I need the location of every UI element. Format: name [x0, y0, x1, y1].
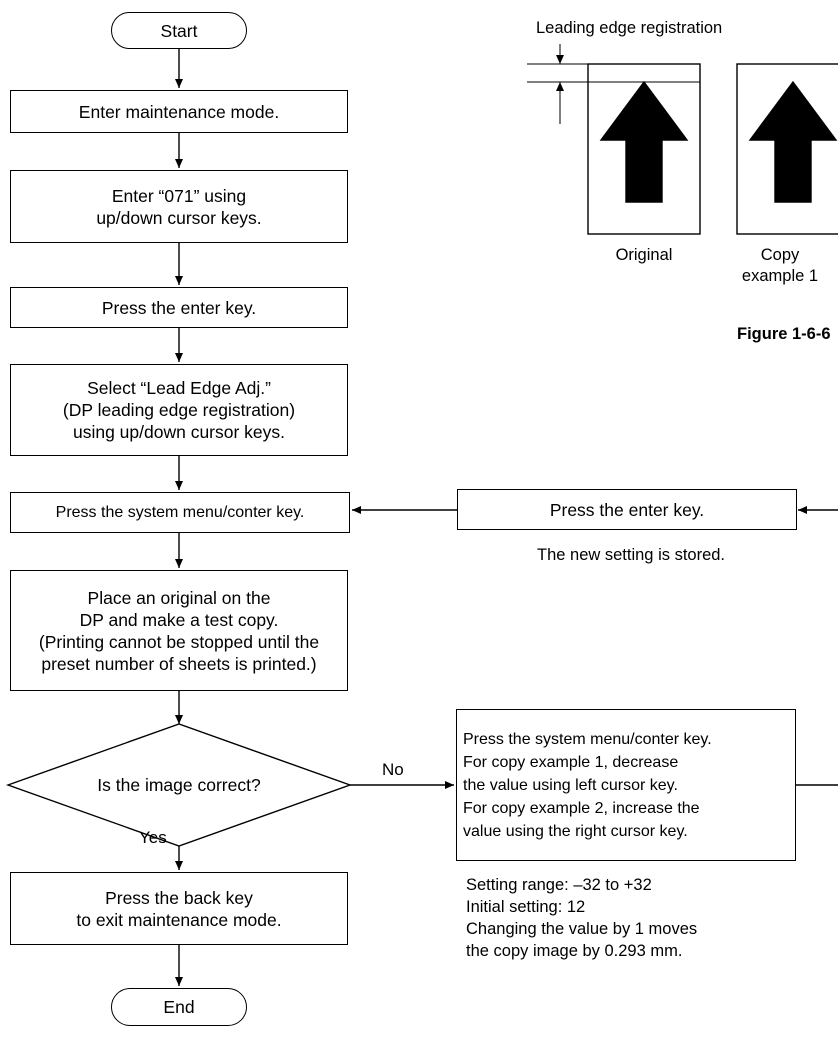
original-arrow-icon	[599, 80, 689, 203]
step-adjust-value: Press the system menu/conter key. For co…	[456, 709, 796, 861]
decision-diamond	[5, 723, 353, 847]
start-terminal: Start	[111, 12, 247, 49]
original-caption: Original	[615, 246, 673, 264]
leading-edge-label: Leading edge registration	[536, 19, 723, 37]
step-enter-maintenance: Enter maintenance mode.	[10, 90, 348, 133]
decision-label: Is the image correct?	[97, 775, 261, 795]
copy-caption: Copy example 1	[741, 246, 819, 285]
registration-figure	[527, 44, 838, 235]
step-press-enter: Press the enter key.	[10, 287, 348, 328]
yes-label: Yes	[139, 828, 167, 847]
step-place-original: Place an original on the DP and make a t…	[10, 570, 348, 691]
figure-caption: Figure 1-6-6	[737, 325, 831, 343]
end-terminal: End	[111, 988, 247, 1026]
setting-range-note: Setting range: –32 to +32 Initial settin…	[466, 876, 698, 960]
copy-arrow-icon	[748, 80, 838, 203]
step-enter-071: Enter “071” using up/down cursor keys.	[10, 170, 348, 243]
step-select-lead-edge: Select “Lead Edge Adj.” (DP leading edge…	[10, 364, 348, 456]
step-press-system-menu: Press the system menu/conter key.	[10, 492, 350, 533]
step-press-enter-store: Press the enter key.	[457, 489, 797, 530]
no-label: No	[382, 760, 404, 779]
step-press-back: Press the back key to exit maintenance m…	[10, 872, 348, 945]
new-setting-stored-note: The new setting is stored.	[537, 546, 726, 564]
